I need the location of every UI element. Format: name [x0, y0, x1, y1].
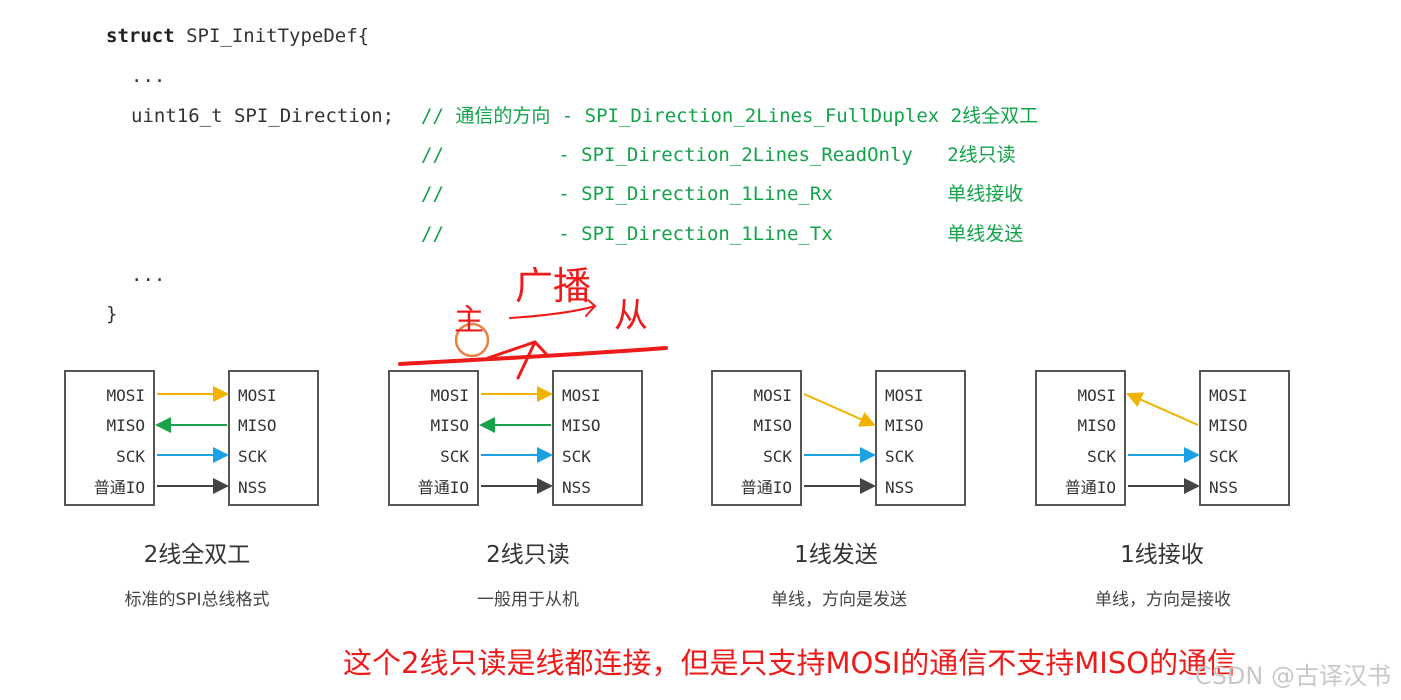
pin-label: 普通IO	[93, 478, 145, 497]
slave-box: MOSI MISO SCK NSS	[1199, 370, 1290, 506]
slave-box: MOSI MISO SCK NSS	[552, 370, 643, 506]
pin-label: MOSI	[753, 386, 792, 405]
miso-to-mosi-arrow	[1126, 392, 1199, 426]
pin-label: SCK	[562, 447, 591, 466]
code-comment-line: // - SPI_Direction_1Line_Tx 单线发送	[421, 223, 1024, 245]
pin-label: SCK	[116, 447, 145, 466]
diagram-1line-rx: MOSI MISO SCK 普通IO MOSI MISO SCK NSS	[1035, 370, 1295, 510]
code-comment-line: // 通信的方向 - SPI_Direction_2Lines_FullDupl…	[421, 105, 1039, 127]
connection-arrows	[155, 386, 229, 494]
pin-label: MOSI	[430, 386, 469, 405]
connection-arrows	[1126, 392, 1200, 494]
mosi-to-miso-arrow	[803, 393, 876, 427]
slave-box: MOSI MISO SCK NSS	[228, 370, 319, 506]
code-ellipsis-1: ...	[131, 65, 166, 87]
diagram-description: 单线，方向是接收	[1095, 590, 1231, 610]
pin-label: 普通IO	[740, 478, 792, 497]
watermark: CSDN @古译汉书	[1194, 662, 1391, 690]
pin-label: MISO	[885, 416, 924, 435]
handwriting-master: 主	[454, 303, 484, 338]
pin-label: MISO	[562, 416, 601, 435]
pin-label: SCK	[238, 447, 267, 466]
master-box: MOSI MISO SCK 普通IO	[711, 370, 802, 506]
code-struct-line: struct SPI_InitTypeDef{	[106, 24, 369, 48]
master-box: MOSI MISO SCK 普通IO	[1035, 370, 1126, 506]
connection-arrows	[803, 393, 876, 494]
diagram-read-only: MOSI MISO SCK 普通IO MOSI MISO SCK NSS	[388, 370, 648, 510]
pin-label: MOSI	[106, 386, 145, 405]
pin-label: MOSI	[1077, 386, 1116, 405]
diagram-caption: 2线全双工	[143, 542, 251, 568]
struct-keyword: struct	[106, 25, 175, 47]
master-box: MOSI MISO SCK 普通IO	[64, 370, 155, 506]
diagram-caption: 1线发送	[794, 542, 878, 568]
handwriting-slave: 从	[614, 296, 648, 336]
connection-arrows	[479, 386, 553, 494]
handwriting-broadcast: 广播	[515, 264, 592, 308]
pin-label: MISO	[430, 416, 469, 435]
pin-label: SCK	[885, 447, 914, 466]
pin-label: MOSI	[238, 386, 277, 405]
code-direction-decl: uint16_t SPI_Direction;	[131, 105, 406, 127]
pin-label: MOSI	[562, 386, 601, 405]
red-note: 这个2线只读是线都连接，但是只支持MOSI的通信不支持MISO的通信	[343, 646, 1237, 680]
pin-label: MISO	[753, 416, 792, 435]
slave-box: MOSI MISO SCK NSS	[875, 370, 966, 506]
pin-label: NSS	[1209, 478, 1238, 497]
pin-label: MOSI	[1209, 386, 1248, 405]
diagram-caption: 2线只读	[486, 542, 570, 568]
diagram-caption: 1线接收	[1120, 542, 1204, 568]
diagram-1line-tx: MOSI MISO SCK 普通IO MOSI MISO SCK NSS	[711, 370, 971, 510]
pin-label: NSS	[562, 478, 591, 497]
pin-label: MISO	[106, 416, 145, 435]
diagram-description: 单线，方向是发送	[771, 590, 907, 610]
diagram-description: 一般用于从机	[477, 590, 579, 610]
diagram-description: 标准的SPI总线格式	[124, 590, 270, 610]
pin-label: SCK	[440, 447, 469, 466]
master-box: MOSI MISO SCK 普通IO	[388, 370, 479, 506]
pin-label: MOSI	[885, 386, 924, 405]
underline-stroke	[398, 346, 668, 366]
pin-label: NSS	[885, 478, 914, 497]
pin-label: MISO	[238, 416, 277, 435]
pin-label: NSS	[238, 478, 267, 497]
struct-name: SPI_InitTypeDef{	[174, 25, 370, 47]
code-comment-line: // - SPI_Direction_1Line_Rx 单线接收	[421, 183, 1024, 205]
pin-label: SCK	[763, 447, 792, 466]
pin-label: SCK	[1209, 447, 1238, 466]
diagram-full-duplex: MOSI MISO SCK 普通IO MOSI MISO SCK NSS	[64, 370, 324, 510]
pin-label: MISO	[1209, 416, 1248, 435]
pin-label: SCK	[1087, 447, 1116, 466]
pin-label: 普通IO	[417, 478, 469, 497]
code-ellipsis-2: ...	[131, 264, 166, 286]
code-comment-line: // - SPI_Direction_2Lines_ReadOnly 2线只读	[421, 144, 1016, 166]
code-closing-brace: }	[106, 303, 118, 325]
pin-label: 普通IO	[1064, 478, 1116, 497]
pin-label: MISO	[1077, 416, 1116, 435]
